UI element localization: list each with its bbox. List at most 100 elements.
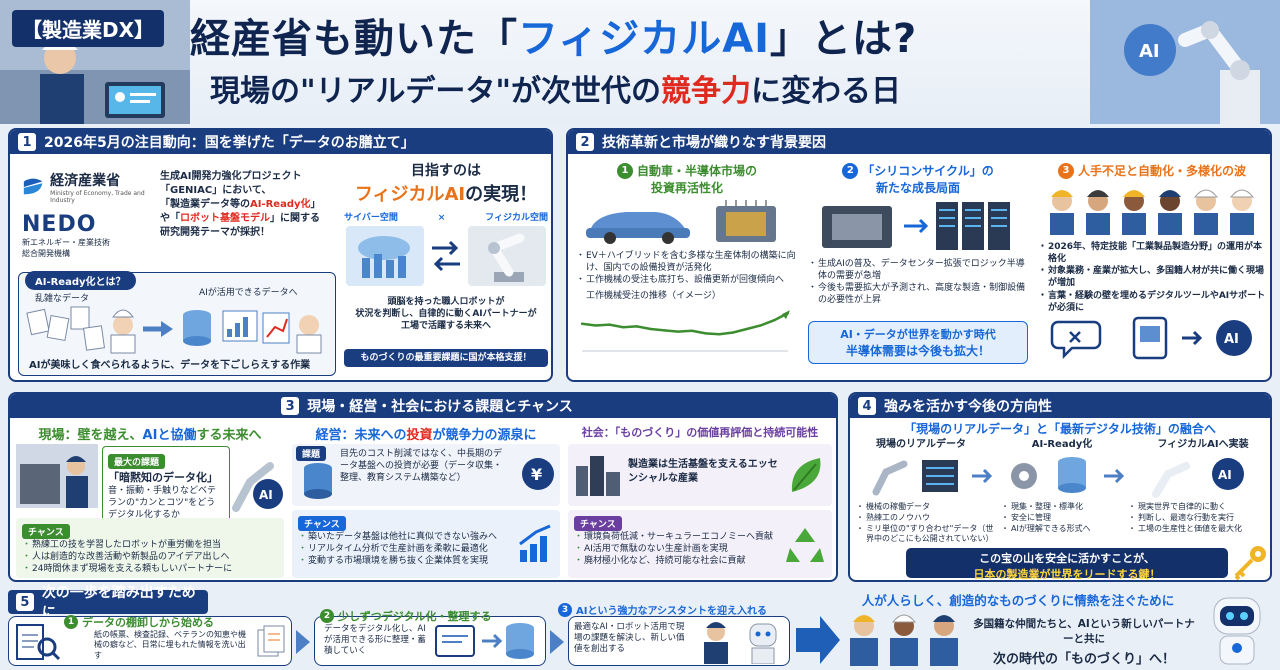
goal-pre: 目指すのは [411,163,481,179]
p1-issue-body: 音・振動・手触りなどベテランの"カンとコツ"をどうデジタル化するか [108,486,217,521]
meti-logo: 経済産業省 Ministry of Economy, Trade and Ind… [22,170,162,204]
p2-issue-body: 目先のコスト削減ではなく、中長期のデータ基盤への投資が必要（データ収集・整理、教… [340,449,503,484]
s3-panel-management: 経営：未来への投資が競争力の源泉に 課題 目先のコスト削減ではなく、中長期のデー… [292,424,560,578]
p1-title-a: 現場：壁を越え、 [38,428,143,443]
subtitle-post: に変わる日 [750,74,901,109]
nedo-logo: NEDO 新エネルギー・産業技術 総合開発機構 [22,212,162,259]
documents-icon [257,625,285,657]
s2-col-3: 3 人手不足と自動化・多様化の波 2026年、特定技能「工業製品製造分野」の運用… [1038,162,1266,376]
s2-c2-title-row: 2 「シリコンサイクル」の [808,162,1028,179]
s2-c2-bullet-2: 今後も需要拡大が予測され、高度な製造・制御設備の必要性が上昇 [808,282,1028,306]
s4-col-1-b2: 熟練工のノウハウ [856,513,996,524]
nedo-sub-1: 新エネルギー・産業技術 [22,238,110,247]
page-title: 経産省も動いた「フィジカルAI」とは? [190,6,917,64]
diverse-team-illustration [850,614,958,666]
chart-arrowhead-icon [782,309,790,319]
section-5: 5 次の一歩を踏み出すために 1 データの棚卸しから始める 紙の帳票、検査記録、… [8,585,1272,667]
p3-body-box: 製造業は生活基盤を支えるエッセンシャルな産業 [568,444,832,506]
p1-issue-box: 最大の課題 「暗黙知のデータ化」 音・振動・手触りなどベテランの"カンとコツ"を… [102,446,230,526]
machine-orders-trend-chart [580,309,790,352]
s4-column-titles: 現場のリアルデータ AI-Ready化 フィジカルAIへ実装 [856,438,1268,452]
p1-chance-label: チャンス [22,524,70,539]
goal-body-3: 工場で活躍する未来へ [400,321,491,332]
p1-issue-label: 最大の課題 [108,454,166,469]
robot-arm-photo: AI [1090,0,1280,124]
yen-coin-icon: ¥ [522,458,554,490]
s2-c2-banner-1: AI・データが世界を動かす時代 [840,327,996,341]
p1-title-b: AIと協働 [142,428,197,443]
chart-title: 工作機械受注の推移（イメージ） [586,291,721,302]
s2-c2-bullet-1: 生成AIの普及、データセンター拡張でロジック半導体の需要が急増 [808,258,1028,282]
chart-point-11 [731,330,735,334]
cyber-physical-labels: サイバー空間 × フィジカル空間 [344,212,548,224]
chart-series-line [581,311,789,336]
s2-c2-banner-2: 半導体需要は今後も拡大！ [845,343,990,358]
cross-label: × [437,213,446,223]
section-1-title: 2026年5月の注目動向：国を挙げた「データのお膳立て」 [44,135,415,151]
final-body: 多国籍な仲間たちと、AIという新しいパートナーと共に 次の時代の「ものづくり」へ… [968,616,1200,667]
chart-point-5 [649,327,652,330]
s4-col-3-b3: 工場の生産性と価値を最大化 [1128,524,1268,535]
s2-c3-bullet-3: 言葉・経験の壁を埋めるデジタルツールやAIサポートが必須に [1038,290,1266,314]
s4-col-2-b2: 安全に管理 [1001,513,1123,524]
p2-title-a: 経営：未来への [315,428,407,443]
section-1: 1 2026年5月の注目動向：国を挙げた「データのお膳立て」 経済産業省 Min… [8,128,553,382]
goal-main: フィジカルAIの実現！ [344,180,548,206]
svg-text:AI: AI [1218,468,1232,482]
s4-col-2-list: 現集・整理・標準化 安全に管理 AIが理解できる形式へ [1001,502,1123,534]
goal-body: 頭脳を持った職人ロボットが 状況を判断し、自律的に動くAIパートナーが 工場で活… [344,296,548,332]
goal-box: 目指すのは フィジカルAIの実現！ サイバー空間 × フィジカル空間 頭脳を持っ… [344,160,548,376]
p1-issue-main: 「暗黙知のデータ化」 [108,471,218,484]
chart-point-9 [704,331,707,335]
p1-chance-3: 24時間休まず現場を支える頼もしいパートナーに [22,563,278,575]
p1-title-c: する未来へ [196,428,262,443]
section-5-number: 5 [16,593,34,611]
s4-col-3-b2: 判断し、最適な行動を実行 [1128,513,1268,524]
goal-body-2: 状況を判断し、自律的に動くAIパートナーが [355,309,537,320]
s3-panel-society: 社会：「ものづくり」の価値再評価と持続可能性 製造業は生活基盤を支えるエッセンシ… [568,424,832,578]
chart-point-7 [676,330,680,333]
p3-body: 製造業は生活基盤を支えるエッセンシャルな産業 [628,459,778,484]
s2-c3-title-row: 3 人手不足と自動化・多様化の波 [1038,162,1266,179]
svg-text:¥: ¥ [531,465,542,484]
s2-c2-bullets: 生成AIの普及、データセンター拡張でロジック半導体の需要が急増 今後も需要拡大が… [808,258,1028,307]
aiready-illustration [26,306,322,354]
p2-title: 経営：未来への投資が競争力の源泉に [292,424,560,443]
worker-machine-illustration [16,444,98,508]
p2-issue-box: 課題 目先のコスト削減ではなく、中長期のデータ基盤への投資が必要（データ収集・整… [292,444,560,506]
p1-chance-1: 熟練工の技を学習したロボットが重労働を担当 [22,539,278,551]
section-2-header: 2 技術革新と市場が織りなす背景要因 [568,130,1270,154]
worker-with-robot-icon [704,622,777,664]
chart-point-4 [635,324,639,328]
s3-panel-field: 現場：壁を越え、AIと協働する未来へ 最大の課題 「暗黙知のデータ化」 音・振動… [16,424,284,578]
s2-c1-title-1: 自動車・半導体市場の [636,164,757,178]
goal-footer: ものづくりの最重要課題に国が本格支援！ [344,348,548,367]
s2-c2-title-1: 「シリコンサイクル」の [862,164,994,178]
s2-c3-bullets: 2026年、特定技能「工業製品製造分野」の運用が本格化 対象業務・産業が拡大し、… [1038,241,1266,314]
chart-point-10 [718,332,721,336]
section-4: 4 強みを活かす今後の方向性 「現場のリアルデータ」と「最新デジタル技術」の融合… [848,392,1272,582]
s2-col-1: 1 自動車・半導体市場の 投資再活性化 EV＋ハイブリッドを含む多様な生産体制の… [576,162,798,376]
section-3-number: 3 [281,397,300,415]
s1-body-4-post: 」に関する [270,213,320,224]
s1-body-4-pre: や「 [160,213,180,224]
key-icon [1234,546,1266,580]
final-body-2: 次の時代の「ものづくり」へ！ [992,652,1175,667]
section-4-title: 強みを活かす今後の方向性 [884,399,1052,415]
title-pre: 経産省も動いた「 [190,16,518,62]
section-3-title: 現場・経営・社会における課題とチャンス [307,399,573,415]
support-tools-icons: AI [1050,316,1252,360]
ai-robot-icon: AI [232,462,283,512]
s2-col-2: 2 「シリコンサイクル」の 新たな成長局面 生成AIの普及、データセンター拡張で… [808,162,1028,376]
p1-chance-2: 人は創造的な改善活動や新製品のアイデア出しへ [22,551,278,563]
s4-col-2-b3: AIが理解できる形式へ [1001,524,1123,535]
step-3-title: AIという強力なアシスタントを迎え入れる [576,606,768,617]
s4-column-bullets: 機械の稼働データ 熟練工のノウハウ ミリ単位の"すり合わせ"データ（世界中のどこ… [856,502,1268,545]
s2-c3-title: 人手不足と自動化・多様化の波 [1077,164,1246,178]
growth-bars-icon [519,524,551,562]
section-1-header: 1 2026年5月の注目動向：国を挙げた「データのお膳立て」 [10,130,551,154]
chart-point-12 [745,327,748,330]
big-arrow-icon [796,616,840,664]
step-1 [8,616,292,666]
p2-chance-list: 築いたデータ基盤は他社に真似できない強みへ リアルタイム分析で生産計画を柔軟に最… [298,531,508,568]
